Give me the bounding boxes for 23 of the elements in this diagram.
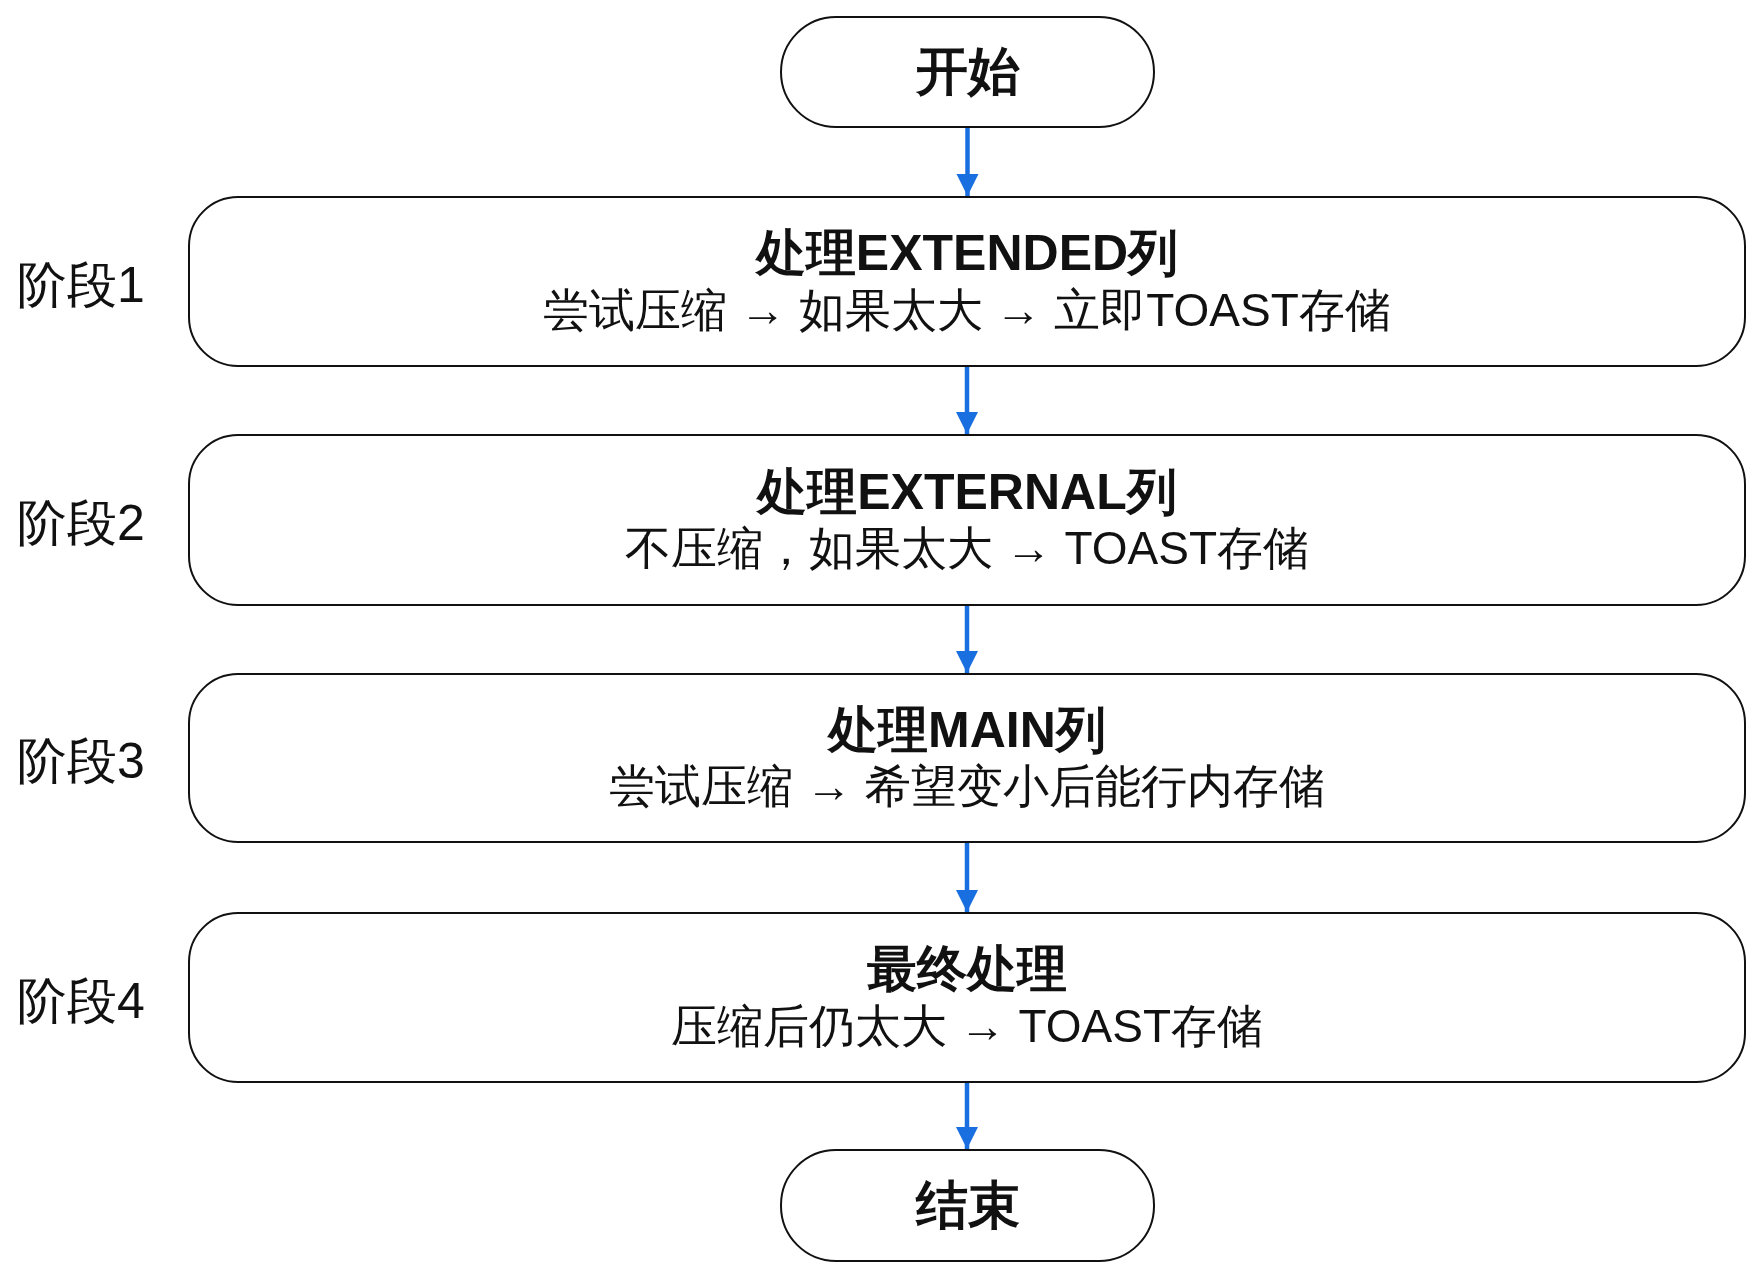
node-title: 最终处理: [867, 941, 1067, 999]
arrow: [956, 128, 979, 196]
arrow: [955, 606, 979, 673]
node-title: 处理EXTERNAL列: [757, 463, 1177, 522]
process-box: [188, 196, 1746, 367]
process-box: [188, 434, 1746, 606]
node-description: 不压缩，如果太大 → TOAST存储: [624, 521, 1310, 577]
stage-label: 阶段1: [17, 255, 145, 315]
stage-label: 阶段4: [17, 971, 145, 1031]
node-description: 尝试压缩 → 希望变小后能行内存储: [609, 759, 1325, 815]
arrow: [955, 367, 979, 434]
node-title: 结束: [915, 1175, 1020, 1236]
node-title: 处理EXTENDED列: [755, 225, 1179, 283]
process-box: [188, 673, 1746, 843]
node-description: 压缩后仍太大 → TOAST存储: [670, 998, 1264, 1054]
stage-label: 阶段2: [17, 494, 145, 553]
arrow: [955, 843, 979, 912]
node-title: 开始: [915, 42, 1020, 102]
node-title: 处理MAIN列: [828, 701, 1106, 760]
arrow: [955, 1083, 979, 1149]
stage-label: 阶段3: [17, 732, 145, 791]
process-box: [188, 912, 1746, 1083]
node-description: 尝试压缩 → 如果太大 → 立即TOAST存储: [543, 282, 1391, 338]
